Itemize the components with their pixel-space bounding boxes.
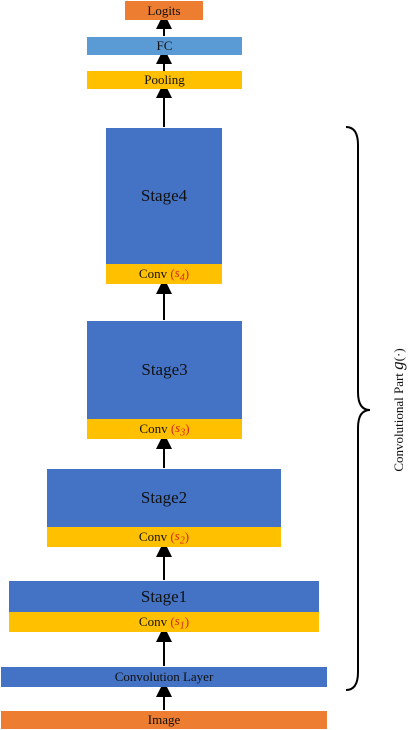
stage2-label: Stage2 — [140, 488, 188, 507]
stage4-block: Stage4 — [106, 128, 222, 264]
stage4-label: Stage4 — [140, 186, 188, 205]
pooling-label: Pooling — [144, 72, 185, 87]
conv-label: Conv — [138, 614, 168, 629]
function-g: g — [388, 361, 407, 370]
image-label: Image — [147, 712, 181, 727]
conv-param-s4: s4 — [174, 264, 185, 284]
conv-param-s2: s2 — [174, 527, 185, 547]
stage4-conv-bar: Conv (s4) — [106, 264, 222, 284]
logits-label: Logits — [147, 2, 181, 18]
conv-param-s1: s1 — [174, 612, 185, 632]
stage2-conv-bar: Conv (s2) — [47, 527, 281, 547]
conv-label: Conv — [138, 529, 168, 544]
stage1-block: Stage1 — [9, 581, 319, 612]
convolution-layer-label: Convolution Layer — [114, 669, 214, 684]
function-arg: (·) — [391, 348, 406, 362]
fc-box: FC — [87, 37, 242, 55]
convolution-layer-box: Convolution Layer — [1, 667, 327, 687]
stage3-block: Stage3 — [87, 321, 242, 419]
pooling-box: Pooling — [87, 71, 242, 89]
stage3-label: Stage3 — [141, 360, 188, 379]
stage1-conv-bar: Conv (s1) — [9, 612, 319, 632]
curly-brace — [345, 126, 371, 691]
fc-label: FC — [156, 38, 173, 53]
stage2-block: Stage2 — [47, 469, 281, 527]
stage3-conv-bar: Conv (s3) — [87, 419, 242, 439]
logits-box: Logits — [125, 1, 203, 20]
conv-param-s3: s3 — [175, 419, 186, 439]
convolutional-part-label: Convolutional Part g(·) — [388, 348, 407, 472]
conv-label: Conv — [139, 421, 168, 436]
image-box: Image — [1, 711, 327, 729]
stage1-label: Stage1 — [140, 586, 188, 606]
conv-label: Conv — [138, 266, 168, 281]
